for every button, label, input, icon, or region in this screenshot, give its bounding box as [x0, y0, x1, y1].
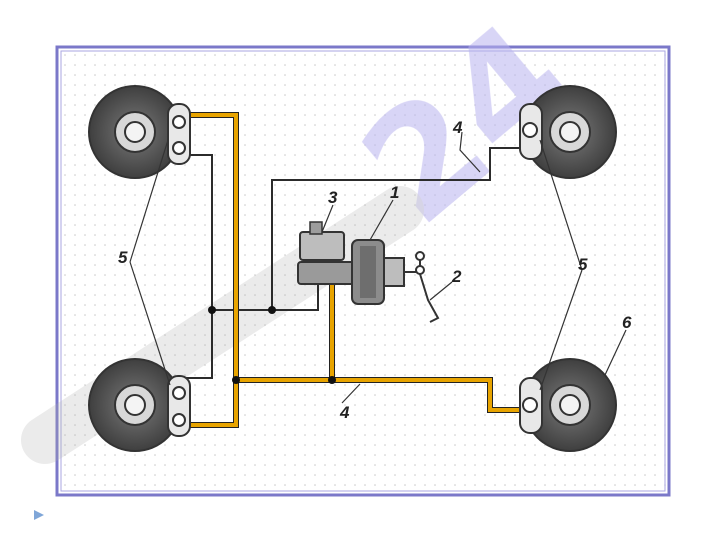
- wheel-rear-left: [88, 358, 191, 452]
- label-caliper-left: 5: [118, 248, 128, 267]
- primary-brake-lines: [180, 112, 528, 428]
- diagram-frame-inner: [60, 50, 666, 492]
- label-line-lower: 4: [339, 403, 350, 422]
- slide-arrow-icon: [34, 510, 44, 520]
- caliper-rear-right: [519, 377, 543, 434]
- brake-pedal: [404, 251, 440, 323]
- caliper-front-left: [167, 103, 191, 165]
- wheel-rear-right: [519, 358, 617, 452]
- label-master-cylinder: 1: [390, 183, 399, 202]
- caliper-rear-left: [167, 375, 191, 437]
- line-junctions: [208, 306, 336, 384]
- label-pedal: 2: [451, 267, 462, 286]
- wheel-front-left: [88, 85, 191, 179]
- label-line-upper: 4: [452, 118, 463, 137]
- label-reservoir: 3: [328, 188, 338, 207]
- brake-fluid-reservoir: [299, 231, 345, 261]
- master-cylinder: [297, 261, 357, 285]
- wheel-front-right: [519, 85, 617, 179]
- caliper-front-right: [519, 103, 543, 160]
- master-cylinder-assembly: [297, 221, 440, 323]
- label-caliper-right: 5: [578, 255, 588, 274]
- label-disc: 6: [622, 313, 632, 332]
- callout-leaders: [129, 131, 627, 404]
